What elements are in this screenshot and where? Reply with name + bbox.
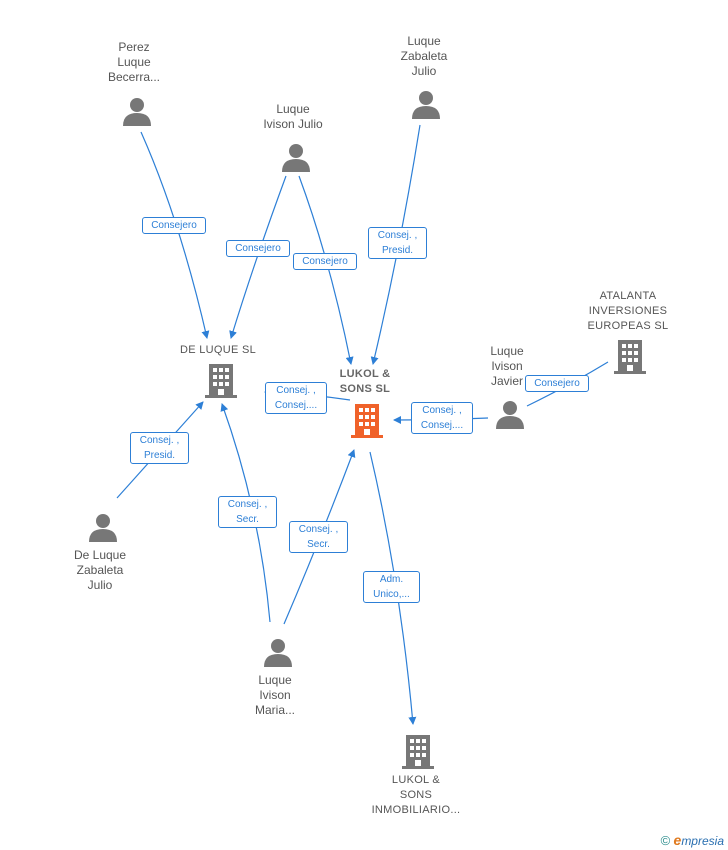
label-line: SONS: [399, 789, 433, 801]
edge-line-e2: [229, 175, 287, 339]
label-line: Maria...: [254, 703, 295, 717]
label-line: INVERSIONES: [588, 305, 668, 317]
edge-label[interactable]: Consej. , Consej....: [265, 382, 327, 414]
company-label-lukol-sons[interactable]: LUKOL & SONS SL: [320, 367, 410, 397]
person-icon[interactable]: [88, 512, 118, 542]
person-label-luque-ivison-javier[interactable]: Luque Ivison Javier: [477, 344, 537, 389]
person-label-luque-ivison-julio[interactable]: Luque Ivison Julio: [248, 102, 338, 132]
edge-label-line: Consej. ,: [139, 435, 180, 446]
edge-label-line: Consejero: [534, 378, 580, 389]
edge-label[interactable]: Consejero: [293, 253, 357, 270]
person-icon[interactable]: [495, 399, 525, 429]
edge-line-e1: [140, 131, 210, 339]
edge-label[interactable]: Consej. , Secr.: [218, 496, 277, 528]
edge-label[interactable]: Consejero: [142, 217, 206, 234]
edge-label-line: Consejero: [235, 243, 281, 254]
edge-label[interactable]: Consejero: [525, 375, 589, 392]
label-line: Julio: [411, 64, 437, 78]
person-icon[interactable]: [122, 96, 152, 126]
label-line: SONS SL: [339, 383, 391, 395]
label-line: Javier: [490, 374, 523, 388]
label-line: Becerra...: [107, 70, 161, 84]
edge-label[interactable]: Consej. , Presid.: [130, 432, 189, 464]
person-icon[interactable]: [263, 637, 293, 667]
label-line: Luque: [258, 673, 292, 687]
edge-label-line: Secr.: [236, 514, 259, 525]
edge-label-line: Consej....: [274, 400, 318, 411]
brand-logo-text: mpresia: [681, 834, 724, 848]
edge-label-line: Consej. ,: [276, 385, 316, 396]
label-line: Luque: [490, 344, 524, 358]
person-label-perez[interactable]: Perez Luque Becerra...: [94, 40, 174, 85]
label-line: LUKOL &: [391, 774, 441, 786]
person-label-luque-ivison-maria[interactable]: Luque Ivison Maria...: [235, 673, 315, 718]
person-label-luque-zabaleta[interactable]: Luque Zabaleta Julio: [384, 34, 464, 79]
person-label-de-luque-zabaleta[interactable]: De Luque Zabaleta Julio: [60, 548, 140, 593]
company-label-lukol-inmobiliario[interactable]: LUKOL & SONS INMOBILIARIO...: [361, 773, 471, 818]
edge-label-line: Consejero: [302, 256, 348, 267]
edge-label-line: Consejero: [151, 220, 197, 231]
label-line: Julio: [87, 578, 113, 592]
edge-label-line: Consej. ,: [298, 524, 339, 535]
building-icon[interactable]: [613, 338, 647, 374]
edge-label-line: Consej....: [420, 420, 464, 431]
person-icon[interactable]: [411, 89, 441, 119]
edge-label-line: Consej. ,: [422, 405, 462, 416]
label-line: Ivison: [259, 688, 291, 702]
edge-label-line: Consej. ,: [377, 230, 418, 241]
edge-label-line: Adm.: [379, 574, 404, 585]
label-line: Perez: [118, 40, 150, 54]
label-line: Ivison: [491, 359, 523, 373]
edge-label-line: Unico,...: [373, 589, 410, 600]
brand-logo-e: e: [673, 832, 682, 848]
building-icon[interactable]: [401, 733, 435, 769]
label-line: Zabaleta: [76, 563, 124, 577]
label-line: Luque: [276, 102, 310, 116]
label-line: De Luque: [73, 548, 127, 562]
edge-label-line: Secr.: [307, 539, 330, 550]
label-line: Ivison Julio: [263, 117, 323, 131]
label-line: ATALANTA: [599, 290, 657, 302]
label-line: DE LUQUE SL: [179, 344, 257, 356]
edge-label[interactable]: Adm. Unico,...: [363, 571, 420, 603]
edge-label[interactable]: Consej. , Secr.: [289, 521, 348, 553]
label-line: Zabaleta: [400, 49, 448, 63]
edge-label[interactable]: Consejero: [226, 240, 290, 257]
edge-label-line: Presid.: [381, 245, 414, 256]
edge-label[interactable]: Consej. , Consej....: [411, 402, 473, 434]
edge-label[interactable]: Consej. , Presid.: [368, 227, 427, 259]
company-label-de-luque-sl[interactable]: DE LUQUE SL: [168, 343, 268, 358]
label-line: Luque: [117, 55, 151, 69]
label-line: INMOBILIARIO...: [371, 804, 461, 816]
edge-line-e3: [298, 175, 354, 365]
edge-label-line: Presid.: [143, 450, 176, 461]
building-icon[interactable]: [204, 362, 238, 398]
company-label-atalanta[interactable]: ATALANTA INVERSIONES EUROPEAS SL: [573, 289, 683, 334]
label-line: EUROPEAS SL: [587, 320, 669, 332]
building-icon-highlighted[interactable]: [350, 402, 384, 438]
copyright-icon: ©: [660, 833, 671, 848]
person-icon[interactable]: [281, 142, 311, 172]
edge-label-line: Consej. ,: [227, 499, 268, 510]
footer-brand[interactable]: © empresia: [661, 832, 724, 848]
label-line: Luque: [407, 34, 441, 48]
label-line: LUKOL &: [339, 368, 391, 380]
